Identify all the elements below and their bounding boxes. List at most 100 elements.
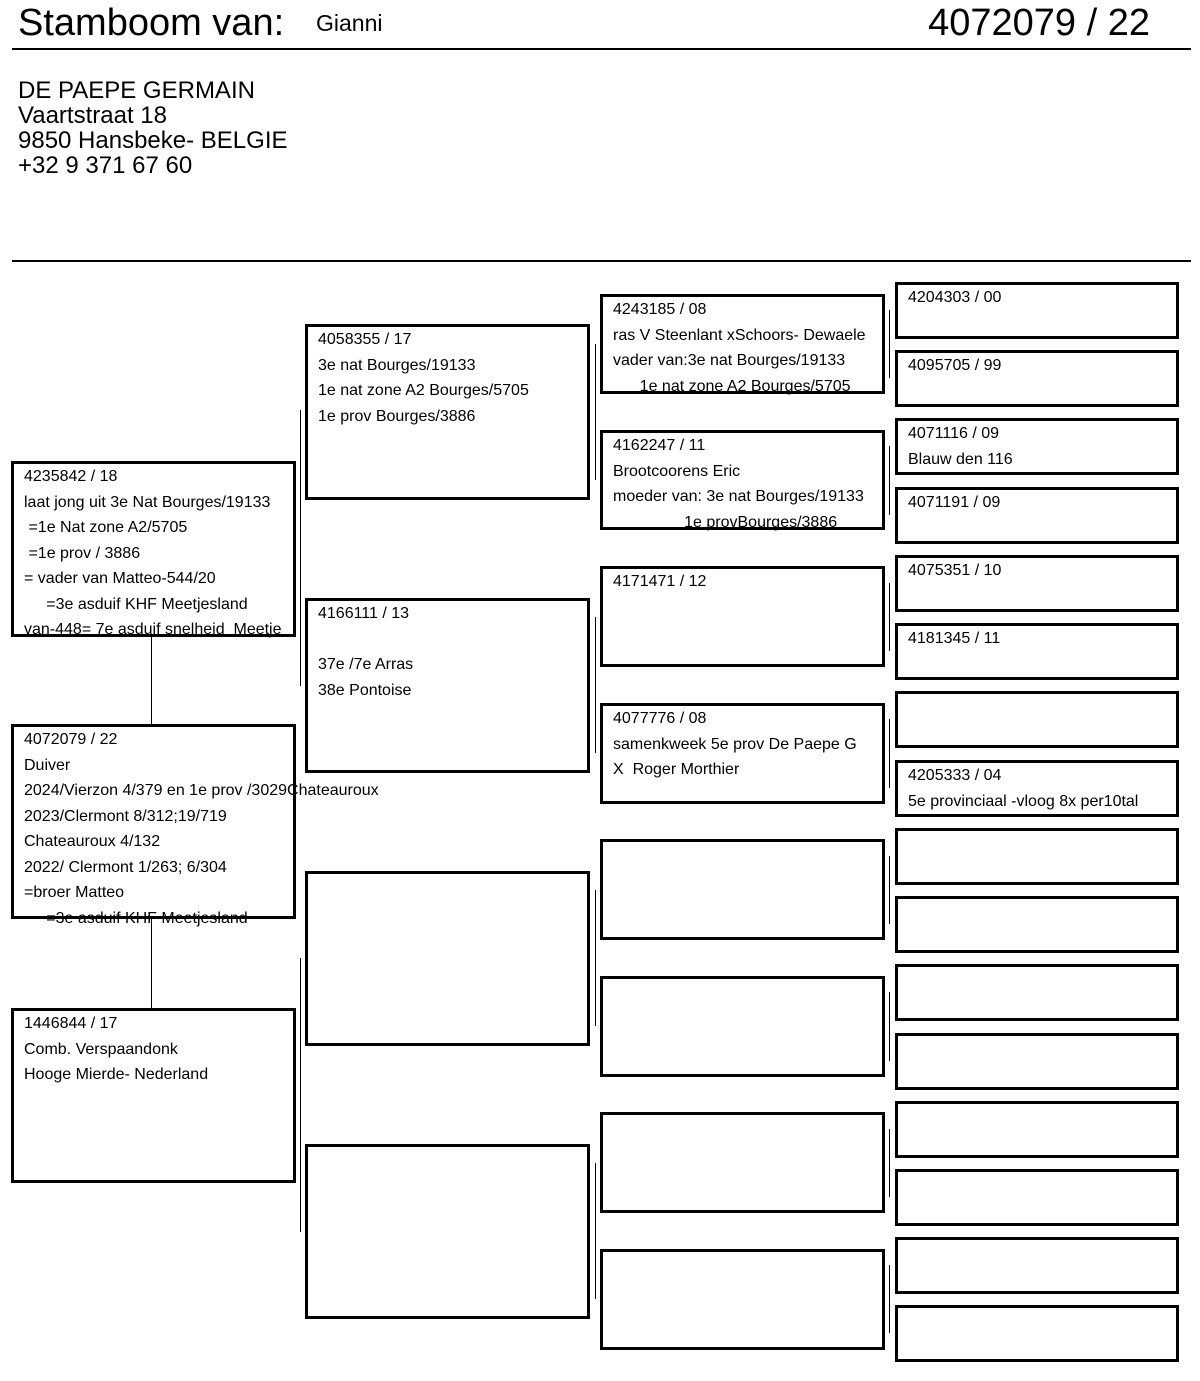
great-great-grandparent-box: 4205333 / 04 5e provinciaal -vloog 8x per…	[895, 760, 1179, 817]
ring-number-text: 4205333 / 04	[908, 767, 1002, 784]
pigeon-name: Gianni	[316, 10, 383, 36]
pedigree-info-line: 2022/ Clermont 1/263; 6/304	[24, 858, 227, 876]
owner-phone: +32 9 371 67 60	[18, 152, 193, 179]
pedigree-info-line: 1e nat zone A2 Bourges/5705	[318, 382, 529, 399]
pedigree-info-line: =3e asduif KHF Meetjesland	[24, 909, 248, 927]
pedigree-info-line: 1e provBourges/3886	[613, 513, 838, 531]
owner-name: DE PAEPE GERMAIN	[18, 77, 255, 104]
ring-number-text: 4171471 / 12	[613, 573, 707, 590]
great-grandparent-box: 4243185 / 08 ras V Steenlant xSchoors- De…	[600, 294, 885, 395]
pedigree-info-line: van-448= 7e asduif snelheid Meetje	[24, 621, 282, 638]
ring-number-text: 4235842 / 18	[24, 468, 118, 485]
pedigree-info-line: laat jong uit 3e Nat Bourges/19133	[24, 493, 271, 511]
pedigree-info-line	[318, 627, 587, 653]
pedigree-connector	[595, 617, 596, 753]
great-great-grandparent-box	[895, 1305, 1179, 1362]
pedigree-connector	[595, 1163, 596, 1299]
pedigree-info-line: samenkweek 5e prov De Paepe G	[613, 735, 857, 753]
great-grandparent-box	[600, 1112, 885, 1213]
great-great-grandparent-box	[895, 1033, 1179, 1090]
great-great-grandparent-box	[895, 1237, 1179, 1294]
pedigree-info-line: 2024/Vierzon 4/379 en 1e prov /3029Chate…	[24, 782, 379, 799]
pedigree-info-line: 38e Pontoise	[318, 681, 412, 699]
sire-box: 4235842 / 18 laat jong uit 3e Nat Bourges…	[11, 461, 296, 638]
pedigree-info-line: 37e /7e Arras	[318, 656, 414, 673]
great-great-grandparent-box: 4181345 / 11	[895, 623, 1179, 680]
pedigree-info-line: X Roger Morthier	[613, 761, 740, 778]
ring-number-text: 4077776 / 08	[613, 710, 707, 727]
great-great-grandparent-box	[895, 1101, 1179, 1158]
great-great-grandparent-box: 4075351 / 10	[895, 555, 1179, 612]
subject-box: 4072079 / 22 Duiver 2024/Vierzon 4/379 en …	[11, 724, 379, 927]
ring-number-text: 4162247 / 11	[613, 437, 706, 454]
title-label: Stamboom van:	[18, 2, 285, 44]
owner-city: 9850 Hansbeke- BELGIE	[18, 127, 288, 154]
ring-number-text: 4072079 / 22	[24, 731, 118, 748]
pedigree-info-line: Hooge Mierde- Nederland	[24, 1066, 209, 1083]
pedigree-info-line: 1e prov Bourges/3886	[318, 407, 476, 425]
great-great-grandparent-box	[895, 1169, 1179, 1226]
pedigree-connector	[595, 344, 596, 480]
ring-number-text: 4204303 / 00	[908, 289, 1002, 306]
pedigree-connector	[889, 583, 890, 651]
pedigree-info-line: moeder van: 3e nat Bourges/19133	[613, 488, 864, 505]
ring-number-text: 4243185 / 08	[613, 301, 707, 318]
pedigree-info-line: vader van:3e nat Bourges/19133	[613, 352, 846, 369]
pedigree-info-line: =1e prov / 3886	[24, 544, 141, 562]
pedigree-connector	[300, 958, 301, 1232]
great-great-grandparent-box	[895, 964, 1179, 1021]
great-great-grandparent-box	[895, 896, 1179, 953]
ring-number-text: 4071191 / 09	[908, 494, 1001, 511]
great-great-grandparent-box: 4071191 / 09	[895, 487, 1179, 544]
grandparent-box: 4166111 / 13 37e /7e Arras 38e Pontoise	[305, 598, 590, 773]
great-grandparent-box: 4171471 / 12	[600, 566, 885, 667]
pedigree-connector	[889, 992, 890, 1061]
owner-divider	[12, 260, 1191, 262]
pedigree-connector	[889, 719, 890, 788]
grandparent-box	[305, 871, 590, 1046]
great-great-grandparent-box	[895, 691, 1179, 748]
pedigree-info-line: = vader van Matteo-544/20	[24, 570, 216, 587]
ring-number-text: 4071116 / 09	[908, 425, 1000, 442]
pedigree-info-line: 1e nat zone A2 Bourges/5705	[613, 377, 851, 395]
pedigree-info-line: Duiver	[24, 756, 71, 774]
pedigree-connector	[889, 1265, 890, 1333]
pedigree-connector	[151, 637, 152, 724]
pedigree-info-line: =1e Nat zone A2/5705	[24, 519, 188, 536]
ring-number-text: 1446844 / 17	[24, 1015, 118, 1032]
pedigree-connector	[889, 310, 890, 378]
pedigree-info-line: Chateauroux 4/132	[24, 833, 161, 850]
pedigree-info-line: 5e provinciaal -vloog 8x per10tal	[908, 792, 1139, 810]
pedigree-connector	[889, 446, 890, 515]
great-grandparent-box: 4162247 / 11 Brootcoorens Eric moeder van:…	[600, 430, 885, 531]
ring-number-text: 4095705 / 99	[908, 357, 1002, 374]
pedigree-info-line: Comb. Verspaandonk	[24, 1040, 178, 1058]
header-divider	[12, 48, 1191, 50]
great-great-grandparent-box	[895, 828, 1179, 885]
pedigree-info-line: =broer Matteo	[24, 884, 125, 901]
great-grandparent-box: 4077776 / 08 samenkweek 5e prov De Paepe …	[600, 703, 885, 804]
pedigree-connector	[889, 856, 890, 924]
great-grandparent-box	[600, 976, 885, 1077]
ring-number-text: 4166111 / 13	[318, 605, 410, 622]
pedigree-connector	[300, 410, 301, 686]
great-grandparent-box	[600, 839, 885, 940]
great-great-grandparent-box: 4071116 / 09 Blauw den 116	[895, 418, 1179, 475]
pedigree-info-line: 2023/Clermont 8/312;19/719	[24, 807, 227, 825]
great-great-grandparent-box: 4095705 / 99	[895, 350, 1179, 407]
pedigree-info-line: Blauw den 116	[908, 450, 1013, 468]
pedigree-info-line: ras V Steenlant xSchoors- Dewaele	[613, 326, 866, 344]
ring-number: 4072079 / 22	[928, 2, 1150, 44]
grandparent-box: 4058355 / 17 3e nat Bourges/19133 1e nat z…	[305, 324, 590, 500]
owner-street: Vaartstraat 18	[18, 102, 167, 129]
pedigree-connector	[889, 1129, 890, 1197]
pedigree-connector	[595, 890, 596, 1026]
pedigree-info-line: 3e nat Bourges/19133	[318, 356, 476, 374]
ring-number-text: 4058355 / 17	[318, 331, 412, 348]
owner-block: DE PAEPE GERMAIN Vaartstraat 18 9850 Han…	[18, 78, 288, 178]
ring-number-text: 4181345 / 11	[908, 630, 1001, 647]
ring-number-text: 4075351 / 10	[908, 562, 1002, 579]
great-grandparent-box	[600, 1249, 885, 1350]
pedigree-info-line: Brootcoorens Eric	[613, 462, 741, 480]
